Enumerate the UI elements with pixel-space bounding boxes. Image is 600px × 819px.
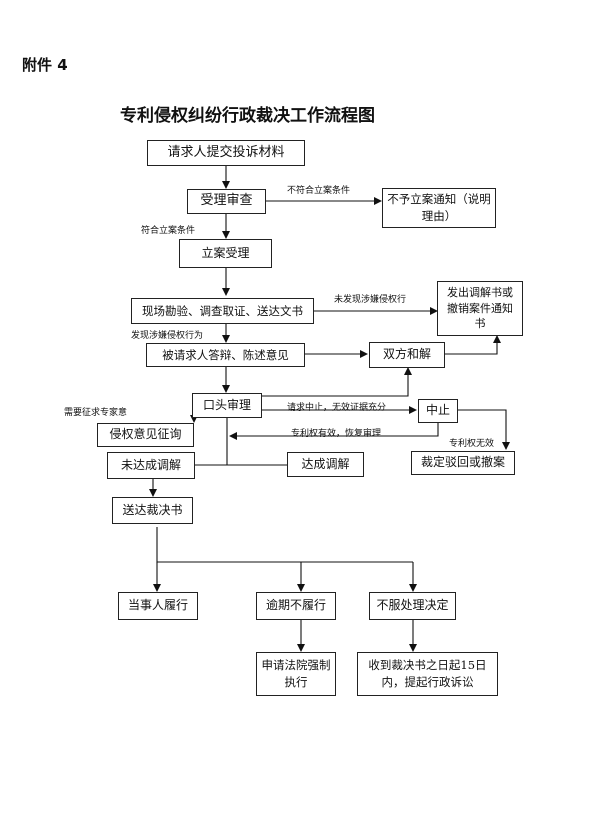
annex-label: 附件 4	[22, 56, 68, 74]
node-reject-notice: 不予立案通知（说明理由）	[382, 188, 496, 228]
label-not-meet: 不符合立案条件	[287, 186, 351, 196]
edge-suspend-resume	[229, 423, 439, 440]
node-investigation: 现场勘验、调查取证、送达文书	[131, 298, 314, 324]
node-expert-opinion: 侵权意见征询	[97, 423, 194, 447]
node-mediation-failed: 未达成调解	[107, 452, 195, 479]
edge-hearing-settlement	[262, 367, 412, 397]
node-filing: 立案受理	[179, 239, 272, 268]
label-patent-invalid: 专利权无效	[449, 439, 495, 449]
node-settlement: 双方和解	[369, 342, 445, 368]
edge-suspend-dismiss	[458, 409, 510, 450]
node-suspend: 中止	[418, 399, 458, 423]
node-mediation-reached: 达成调解	[287, 452, 364, 477]
node-submit: 请求人提交投诉材料	[147, 140, 305, 166]
node-review: 受理审查	[187, 189, 266, 214]
page-title: 专利侵权纠纷行政裁决工作流程图	[120, 106, 375, 126]
node-deliver-ruling: 送达裁决书	[112, 497, 193, 524]
node-overdue: 逾期不履行	[256, 592, 336, 620]
label-suspected: 发现涉嫌侵权行为	[131, 331, 204, 341]
label-patent-valid: 专利权有效，恢复审理	[291, 429, 382, 439]
node-party-comply: 当事人履行	[118, 592, 198, 620]
node-disagree: 不服处理决定	[369, 592, 456, 620]
node-dismiss: 裁定驳回或撤案	[411, 451, 515, 475]
label-no-infringement: 未发现涉嫌侵权行	[334, 295, 407, 305]
node-lawsuit: 收到裁决书之日起15日内，提起行政诉讼	[357, 652, 498, 696]
node-court-enforce: 申请法院强制执行	[256, 652, 336, 696]
label-suspend-request: 请求中止，无效证据充分	[287, 403, 387, 413]
label-meet: 符合立案条件	[141, 226, 196, 236]
edge-deliver-branch	[156, 527, 413, 563]
node-respondent-reply: 被请求人答辩、陈述意见	[146, 343, 305, 367]
label-need-expert: 需要征求专家意	[64, 408, 128, 418]
edge-settlement-withdraw	[445, 335, 501, 355]
node-mediation-withdraw: 发出调解书或撤销案件通知书	[437, 281, 523, 336]
node-oral-hearing: 口头审理	[192, 393, 262, 418]
